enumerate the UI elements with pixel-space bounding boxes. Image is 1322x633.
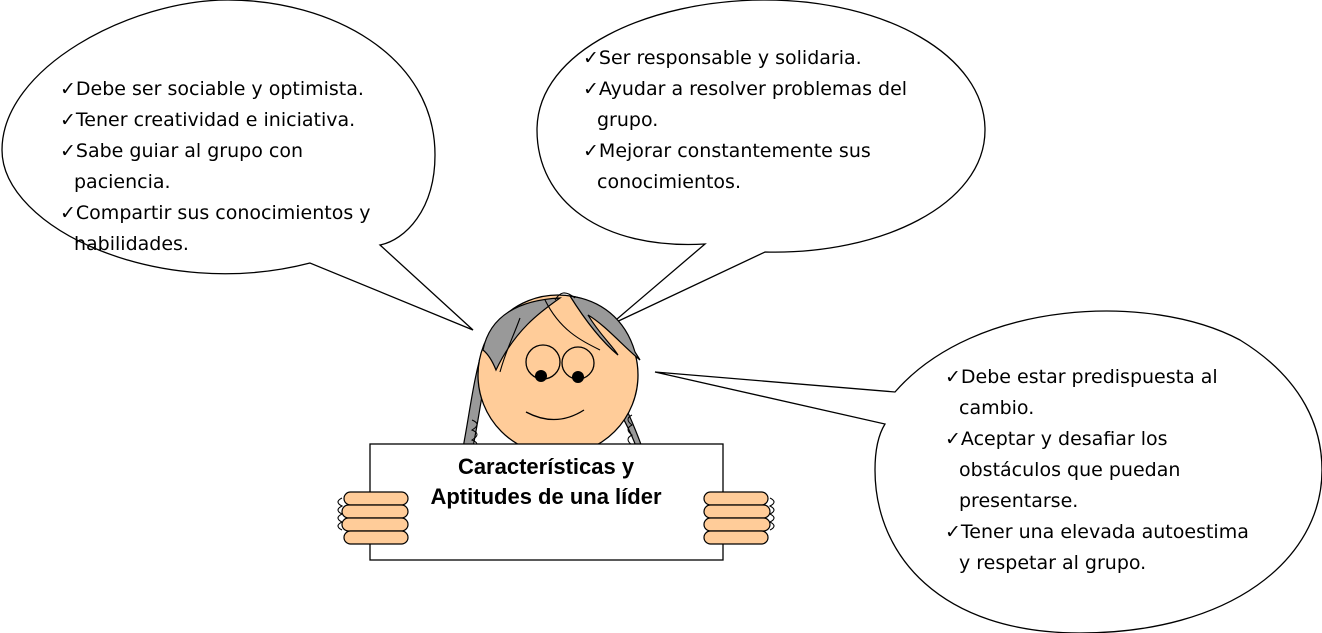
hand-left: [341, 491, 409, 545]
bubble-right-text: ✓Debe estar predispuesta al cambio. ✓Ace…: [945, 362, 1249, 579]
bubble-middle-line: ✓Ayudar a resolver problemas del: [583, 78, 908, 100]
speech-bubble-left: [1, 0, 474, 331]
speech-bubble-middle: [536, 0, 986, 326]
bubble-right-line: obstáculos que puedan: [959, 459, 1181, 481]
bubble-middle-text: ✓Ser responsable y solidaria. ✓Ayudar a …: [583, 43, 907, 198]
bubble-left-line: ✓Debe ser sociable y optimista.: [60, 78, 364, 100]
bubble-left-line: ✓Sabe guiar al grupo con: [60, 140, 304, 162]
sign-title-line-2: Aptitudes de una líder: [430, 484, 662, 509]
bubble-right-line: presentarse.: [959, 490, 1079, 512]
sign-title-line-1: Características y: [457, 454, 635, 479]
bubble-right-line: cambio.: [959, 397, 1035, 419]
sign-board: [369, 443, 724, 561]
bubble-right-line: y respetar al grupo.: [959, 552, 1147, 574]
hair-top-right: [568, 295, 641, 361]
bubble-middle-line: ✓Mejorar constantemente sus: [583, 140, 871, 162]
hand-right: [703, 491, 771, 545]
eye-left-pupil: [535, 370, 547, 382]
bubble-left-text: ✓Debe ser sociable y optimista. ✓Tener c…: [60, 74, 371, 260]
speech-bubble-right: [654, 310, 1322, 633]
bubble-right-line: ✓Debe estar predispuesta al: [945, 366, 1218, 388]
finger-tip-left: [337, 497, 344, 531]
hair-top-left: [482, 297, 563, 372]
bubble-middle-line: ✓Ser responsable y solidaria.: [583, 47, 862, 69]
bubble-right-line: ✓Tener una elevada autoestima: [945, 521, 1249, 543]
smile: [525, 409, 585, 421]
bubble-left-line: ✓Compartir sus conocimientos y: [60, 202, 371, 224]
bubble-left-line: ✓Tener creatividad e iniciativa.: [60, 109, 356, 131]
bubble-middle-line: conocimientos.: [597, 171, 741, 193]
finger-tip-right: [768, 497, 775, 531]
bubble-middle-line: grupo.: [597, 109, 659, 131]
bubble-right-line: ✓Aceptar y desafiar los: [945, 428, 1168, 450]
sign-title: Características y Aptitudes de una líder: [372, 452, 720, 512]
eye-right-pupil: [572, 371, 584, 383]
bubble-left-line: paciencia.: [74, 171, 171, 193]
hair-strands: [499, 292, 601, 373]
bubble-left-line: habilidades.: [74, 233, 189, 255]
